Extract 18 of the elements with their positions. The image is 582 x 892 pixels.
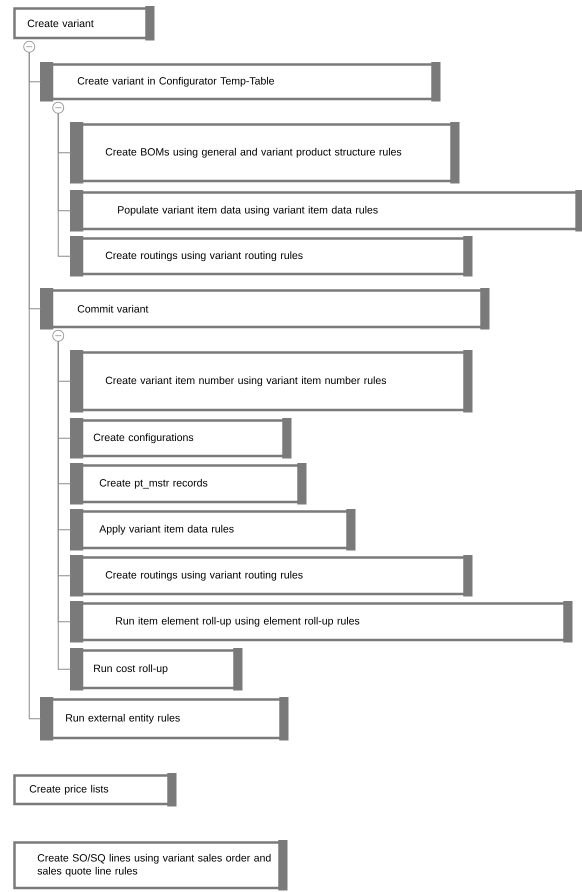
- task-box: Create price lists: [13, 773, 176, 806]
- task-box: Create pt_mstr records: [70, 463, 306, 504]
- task-box: Create SO/SQ lines using variant sales order and sales quote line rules: [13, 840, 288, 890]
- task-box: Populate variant item data using variant item data rules: [70, 190, 582, 232]
- task-box: Create BOMs using general and variant product structure rules: [70, 122, 460, 184]
- task-box: Commit variant: [40, 288, 490, 330]
- task-box: Run cost roll-up: [70, 648, 242, 690]
- task-box: Create variant: [13, 6, 154, 40]
- task-box: Create routings using variant routing rules: [70, 236, 472, 276]
- task-box: Run item element roll-up using element roll-up rules: [70, 601, 572, 642]
- tree-connector: [28, 52, 42, 720]
- task-box: Create configurations: [70, 418, 292, 458]
- task-box: Create routings using variant routing rules: [70, 555, 472, 596]
- task-box: Apply variant item data rules: [70, 509, 356, 550]
- tree-connector: [58, 113, 72, 257]
- task-box: Create variant in Configurator Temp-Table: [40, 62, 440, 102]
- task-box: Run external entity rules: [40, 697, 288, 740]
- task-box: Create variant item number using variant item number rules: [70, 350, 472, 412]
